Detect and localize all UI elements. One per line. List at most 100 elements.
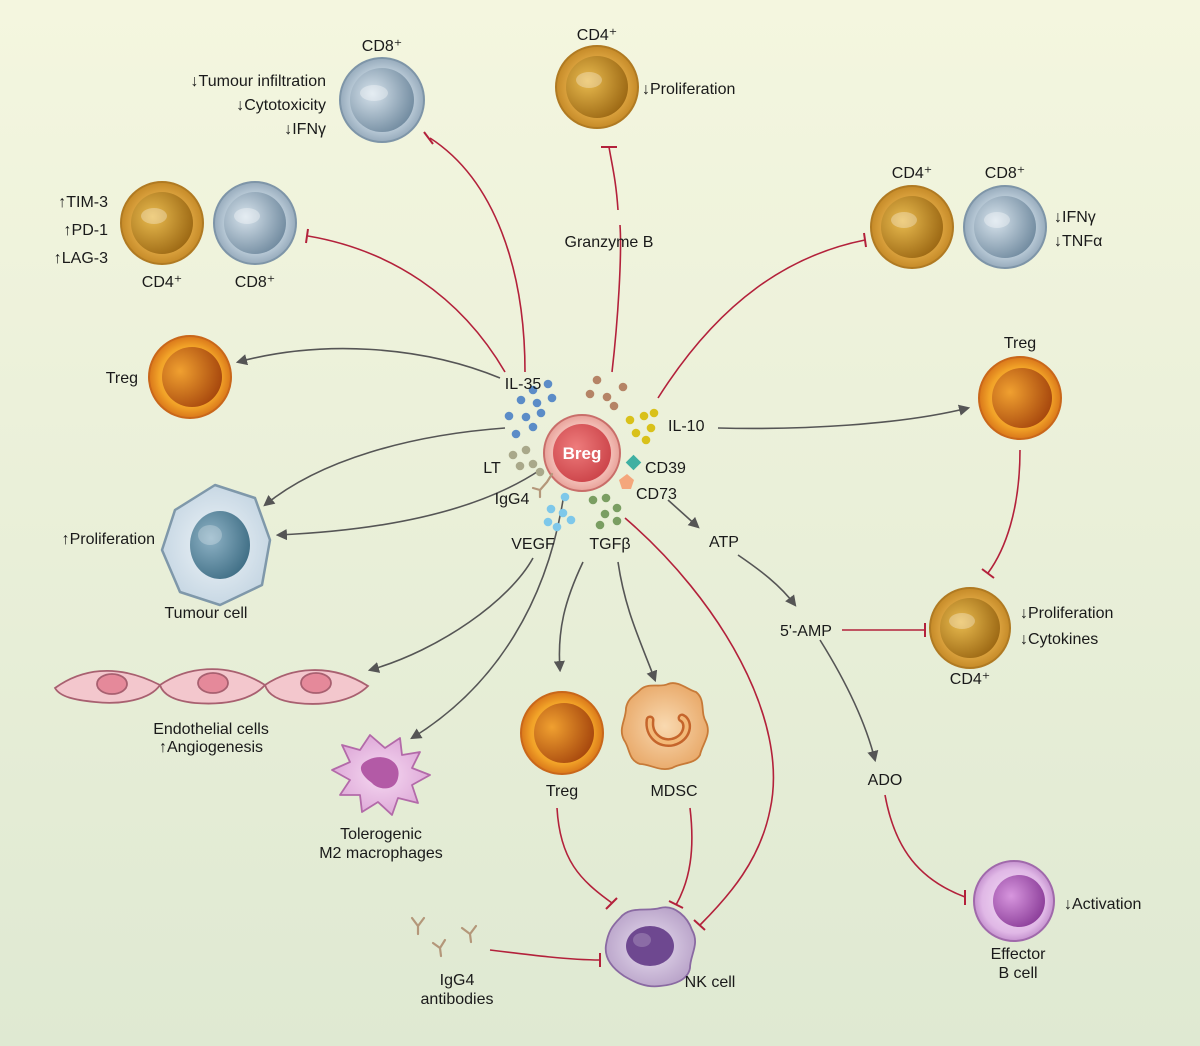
igg4-antibodies-label-line-2: antibodies — [421, 991, 494, 1008]
cd8-left-cell — [213, 181, 297, 265]
nk-cell — [604, 906, 696, 988]
cd4-lower-effect-cytokines: ↓Cytokines — [1020, 631, 1098, 648]
cd4-right-cell — [870, 185, 954, 269]
cd4-top-label: CD4⁺ — [577, 27, 617, 44]
breg-to-nk-line — [624, 517, 775, 926]
cd4-left-label: CD4⁺ — [142, 274, 182, 291]
right-effect-ifng: ↓IFNγ — [1054, 209, 1096, 226]
vegf-to-endothelial-line — [367, 557, 534, 673]
cd8-right-label: CD8⁺ — [985, 165, 1025, 182]
igg4-antibodies-label-line-1: IgG4 — [440, 972, 475, 989]
mdsc-cell — [620, 682, 709, 770]
cd8-top-effect-tumour-infiltration: ↓Tumour infiltration — [191, 73, 326, 90]
checkpoint-tim3: ↑TIM-3 — [58, 194, 108, 211]
cd4-lower-effect-proliferation: ↓Proliferation — [1020, 605, 1113, 622]
il35-to-cd4cd8-left-line — [307, 235, 506, 373]
igg4-ab-to-nk-line — [489, 949, 601, 961]
mdsc-label: MDSC — [650, 783, 697, 800]
atp-to-amp-line — [737, 554, 797, 607]
tumour-cell — [160, 483, 272, 607]
angiogenesis-label: ↑Angiogenesis — [159, 739, 263, 756]
igg4-receptor-icon — [531, 472, 554, 499]
granzyme-to-cd4-top-line — [608, 146, 622, 373]
cd8-top-effect-cytotoxicity: ↓Cytotoxicity — [236, 97, 326, 114]
cd4-lower-cell — [929, 587, 1011, 669]
cd39-label: CD39 — [645, 460, 686, 477]
amp-label: 5'-AMP — [780, 623, 832, 640]
inhibition-bars — [305, 131, 995, 967]
treg-bottom-to-nk-line — [556, 807, 613, 904]
breg-label: Breg — [563, 444, 602, 463]
treg-left-label: Treg — [106, 370, 138, 387]
cd8-top-cell — [339, 57, 425, 143]
cd73-label: CD73 — [636, 486, 677, 503]
treg-right-cell — [978, 356, 1062, 440]
il10-to-cd4cd8-right-line — [657, 239, 866, 399]
cd4-right-label: CD4⁺ — [892, 165, 932, 182]
activation-label: ↓Activation — [1064, 896, 1141, 913]
right-effect-tnfa: ↓TNFα — [1054, 233, 1102, 250]
endothelial-label: Endothelial cells — [153, 721, 269, 738]
il35-to-cd8-top-line — [429, 137, 526, 373]
cd8-top-label: CD8⁺ — [362, 38, 402, 55]
cd73-to-atp-line — [667, 499, 700, 529]
cd8-top-effect-ifng: ↓IFNγ — [284, 121, 326, 138]
m2-macrophage — [331, 734, 431, 816]
connectors — [235, 131, 1021, 967]
lt-dots — [508, 445, 545, 477]
treg-right-label: Treg — [1004, 335, 1036, 352]
checkpoint-pd1: ↑PD-1 — [64, 222, 109, 239]
breg-to-tumour-line-2 — [275, 469, 541, 541]
igg4-label: IgG4 — [495, 491, 530, 508]
amp-to-ado-line — [819, 639, 879, 763]
treg-bottom-cell — [520, 691, 604, 775]
tgfb-to-mdsc-line — [617, 561, 658, 683]
cd73-marker — [619, 474, 634, 489]
il35-dots — [504, 379, 557, 439]
cd4-lower-label: CD4⁺ — [950, 671, 990, 688]
granzyme-b-label: Granzyme B — [565, 234, 654, 251]
activating-connectors — [235, 347, 971, 763]
nk-cell-label: NK cell — [685, 974, 736, 991]
vegf-dots — [543, 492, 576, 532]
breg-center: Breg — [543, 414, 621, 492]
tgfb-label: TGFβ — [589, 536, 630, 553]
labels: CD8⁺ ↓Tumour infiltration ↓Cytotoxicity … — [54, 27, 1142, 1008]
cd8-left-label: CD8⁺ — [235, 274, 275, 291]
il10-label: IL-10 — [668, 418, 705, 435]
treg-bottom-label: Treg — [546, 783, 578, 800]
treg-left-cell — [148, 335, 232, 419]
atp-label: ATP — [709, 534, 739, 551]
breg-to-tumour-line-1 — [263, 427, 506, 507]
macrophage-label-line-1: Tolerogenic — [340, 826, 422, 843]
il35-to-treg-left-line — [235, 347, 501, 379]
macrophage-label-line-2: M2 macrophages — [319, 845, 443, 862]
effector-b-label-line-2: B cell — [998, 965, 1037, 982]
cd4-left-cell — [120, 181, 204, 265]
cd4-top-effect: ↓Proliferation — [642, 81, 735, 98]
il35-label: IL-35 — [505, 376, 542, 393]
treg-right-to-cd4-lower-line — [987, 449, 1021, 574]
tgfb-to-treg-bottom-line — [553, 561, 584, 673]
cd4-top-cell — [555, 45, 639, 129]
breg-to-macrophage-line — [410, 499, 564, 740]
tgfb-dots-bottom — [588, 493, 622, 530]
tumour-cell-label: Tumour cell — [165, 605, 248, 622]
il10-dots — [625, 408, 659, 445]
effector-b-cell — [973, 860, 1055, 942]
effector-b-label-line-1: Effector — [991, 946, 1047, 963]
vegf-label: VEGF — [511, 536, 555, 553]
checkpoint-lag3: ↑LAG-3 — [54, 250, 108, 267]
endothelial-cells — [53, 668, 370, 705]
igg4-antibody-icons — [410, 916, 478, 958]
ado-label: ADO — [868, 772, 903, 789]
lt-label: LT — [483, 460, 501, 477]
il10-to-treg-right-line — [717, 404, 971, 430]
tumour-effect-label: ↑Proliferation — [62, 531, 155, 548]
ado-to-effector-b-line — [884, 794, 966, 898]
tgfb-dots-top — [585, 375, 628, 411]
mdsc-to-nk-line — [675, 807, 693, 906]
inhibitory-connectors — [307, 137, 1021, 961]
